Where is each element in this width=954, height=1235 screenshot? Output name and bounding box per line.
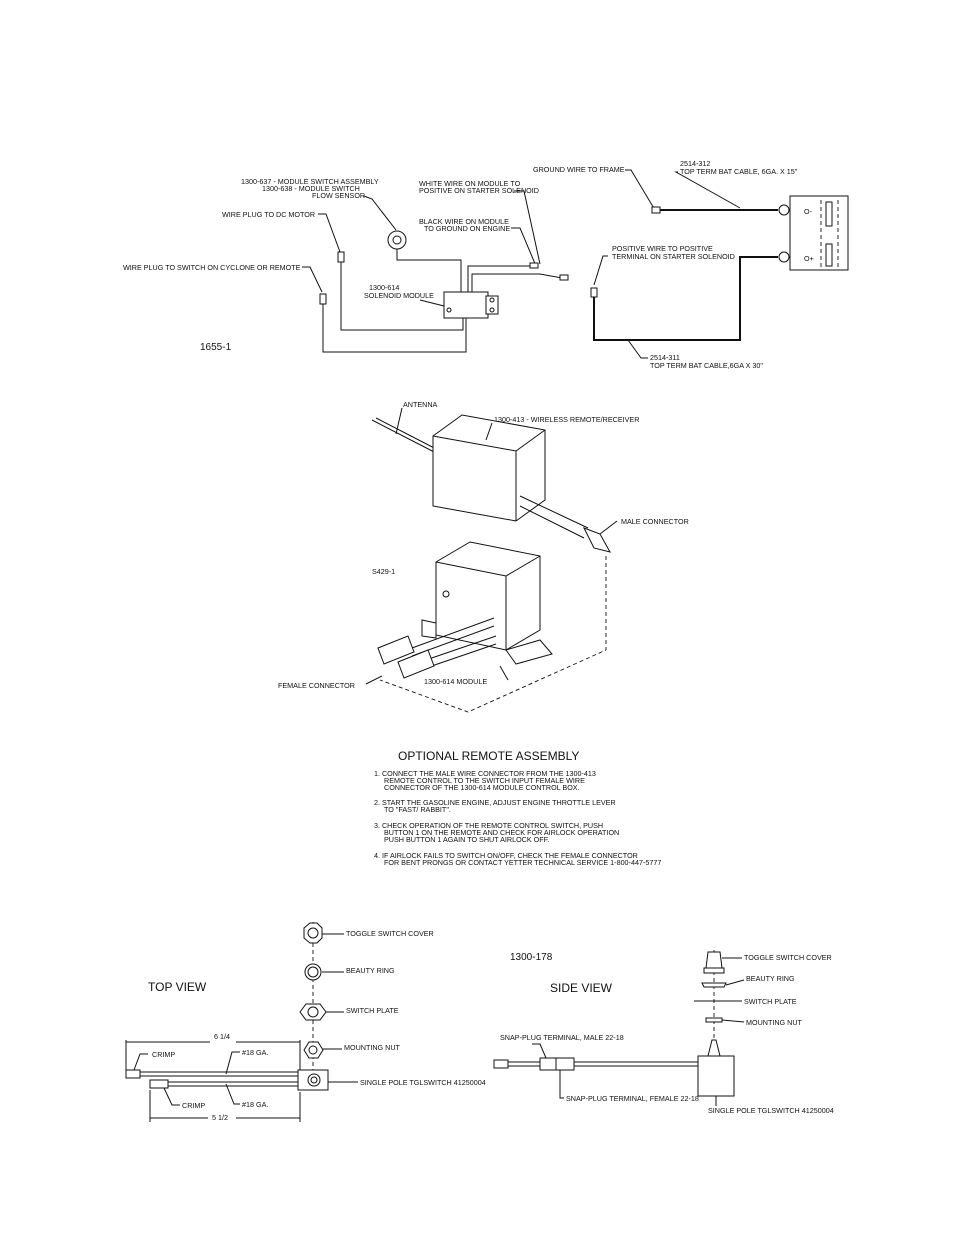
- label-wire-plug-cyclone: WIRE PLUG TO SWITCH ON CYCLONE OR REMOTE: [123, 263, 301, 272]
- side-label-beauty-ring: BEAUTY RING: [746, 974, 795, 983]
- label-crimp-bottom: CRIMP: [182, 1101, 205, 1110]
- step-3-line-2: BUTTON 1 ON THE REMOTE AND CHECK FOR AIR…: [384, 828, 619, 837]
- label-white-wire-2: POSITIVE ON STARTER SOLENOID: [419, 186, 539, 195]
- label-switch-plate: SWITCH PLATE: [346, 1006, 399, 1015]
- side-label-snap-plug-male: SNAP-PLUG TERMINAL, MALE 22-18: [500, 1033, 624, 1042]
- label-black-wire-2: TO GROUND ON ENGINE: [424, 224, 510, 233]
- label-2514-311: 2514-311: [650, 353, 680, 362]
- dimension-5-1-2: 5 1/2: [212, 1113, 228, 1122]
- side-label-mounting-nut: MOUNTING NUT: [746, 1018, 803, 1027]
- label-toggle-switch-cover: TOGGLE SWITCH COVER: [346, 929, 434, 938]
- step-1-line-2: REMOTE CONTROL TO THE SWITCH INPUT FEMAL…: [384, 776, 585, 785]
- label-mounting-nut: MOUNTING NUT: [344, 1043, 401, 1052]
- label-crimp-top: CRIMP: [152, 1050, 175, 1059]
- label-beauty-ring: BEAUTY RING: [346, 966, 395, 975]
- instruction-step-2: 2. START THE GASOLINE ENGINE, ADJUST ENG…: [374, 798, 616, 814]
- step-4-line-1: 4. IF AIRLOCK FAILS TO SWITCH ON/OFF, CH…: [374, 851, 638, 860]
- figure-number-s429-1: S429-1: [372, 567, 395, 576]
- label-antenna: ANTENNA: [403, 400, 438, 409]
- toggle-switch-side-view: 1300-178 SIDE VIEW TOGGLE SWITCH COVER B…: [493, 950, 834, 1115]
- side-label-single-pole-switch: SINGLE POLE TGLSWITCH 41250004: [708, 1106, 834, 1115]
- label-ground-wire: GROUND WIRE TO FRAME: [533, 165, 625, 174]
- label-18-ga-bottom: #18 GA.: [242, 1100, 268, 1109]
- label-1300-638: 1300-638 - MODULE SWITCH: [262, 184, 360, 193]
- module-wiring-diagram: 1300-637 - MODULE SWITCH ASSEMBLY 1300-6…: [123, 159, 849, 370]
- label-1300-614: 1300-614: [369, 283, 399, 292]
- step-1-line-3: CONNECTOR OF THE 1300-614 MODULE CONTROL…: [384, 783, 580, 792]
- battery-terminal-positive: O+: [804, 254, 814, 263]
- instruction-step-1: 1. CONNECT THE MALE WIRE CONNECTOR FROM …: [374, 769, 596, 792]
- instruction-step-4: 4. IF AIRLOCK FAILS TO SWITCH ON/OFF, CH…: [374, 851, 661, 867]
- side-view-title: SIDE VIEW: [550, 981, 613, 995]
- step-4-line-2: FOR BENT PRONGS OR CONTACT YETTER TECHNI…: [384, 858, 661, 867]
- label-positive-wire-2: TERMINAL ON STARTER SOLENOID: [612, 252, 735, 261]
- battery-terminal-negative: O-: [804, 207, 813, 216]
- label-single-pole-switch: SINGLE POLE TGLSWITCH 41250004: [360, 1078, 486, 1087]
- top-view-title: TOP VIEW: [148, 980, 207, 994]
- dimension-6-1-4: 6 1/4: [214, 1032, 230, 1041]
- label-female-connector: FEMALE CONNECTOR: [278, 681, 355, 690]
- figure-number-1655-1: 1655-1: [200, 342, 232, 353]
- label-white-wire-1: WHITE WIRE ON MODULE TO: [419, 179, 521, 188]
- step-1-line-1: 1. CONNECT THE MALE WIRE CONNECTOR FROM …: [374, 769, 596, 778]
- label-bat-cable-15: TOP TERM BAT CABLE, 6GA. X 15": [680, 167, 798, 176]
- label-solenoid-module: SOLENOID MODULE: [364, 291, 434, 300]
- label-bat-cable-30: TOP TERM BAT CABLE,6GA X 30": [650, 361, 763, 370]
- part-number-1300-178: 1300-178: [510, 952, 553, 963]
- label-black-wire-1: BLACK WIRE ON MODULE: [419, 217, 509, 226]
- side-label-snap-plug-female: SNAP-PLUG TERMINAL, FEMALE 22-18: [566, 1094, 699, 1103]
- label-1300-413: 1300-413 - WIRELESS REMOTE/RECEIVER: [494, 415, 639, 424]
- side-label-switch-plate: SWITCH PLATE: [744, 997, 797, 1006]
- toggle-switch-top-view: TOP VIEW TOGGLE SWITCH COVER BEAUTY RING…: [125, 922, 486, 1122]
- optional-remote-assembly: ANTENNA 1300-413 - WIRELESS REMOTE/RECEI…: [278, 400, 689, 867]
- step-2-line-2: TO "FAST/ RABBIT".: [384, 805, 451, 814]
- label-1300-637: 1300-637 - MODULE SWITCH ASSEMBLY: [241, 177, 379, 186]
- step-3-line-3: PUSH BUTTON 1 AGAIN TO SHUT AIRLOCK OFF.: [384, 835, 549, 844]
- instruction-step-3: 3. CHECK OPERATION OF THE REMOTE CONTROL…: [374, 821, 619, 844]
- label-2514-312: 2514-312: [680, 159, 710, 168]
- label-flow-sensor: FLOW SENSOR: [312, 191, 365, 200]
- label-male-connector: MALE CONNECTOR: [621, 517, 689, 526]
- side-label-toggle-switch-cover: TOGGLE SWITCH COVER: [744, 953, 832, 962]
- label-positive-wire-1: POSITIVE WIRE TO POSITIVE: [612, 244, 713, 253]
- step-3-line-1: 3. CHECK OPERATION OF THE REMOTE CONTROL…: [374, 821, 603, 830]
- remote-assembly-title: OPTIONAL REMOTE ASSEMBLY: [398, 749, 579, 763]
- step-2-line-1: 2. START THE GASOLINE ENGINE, ADJUST ENG…: [374, 798, 616, 807]
- label-wire-plug-dc-motor: WIRE PLUG TO DC MOTOR: [222, 210, 315, 219]
- label-1300-614-module: 1300-614 MODULE: [424, 677, 487, 686]
- label-18-ga-top: #18 GA.: [242, 1048, 268, 1057]
